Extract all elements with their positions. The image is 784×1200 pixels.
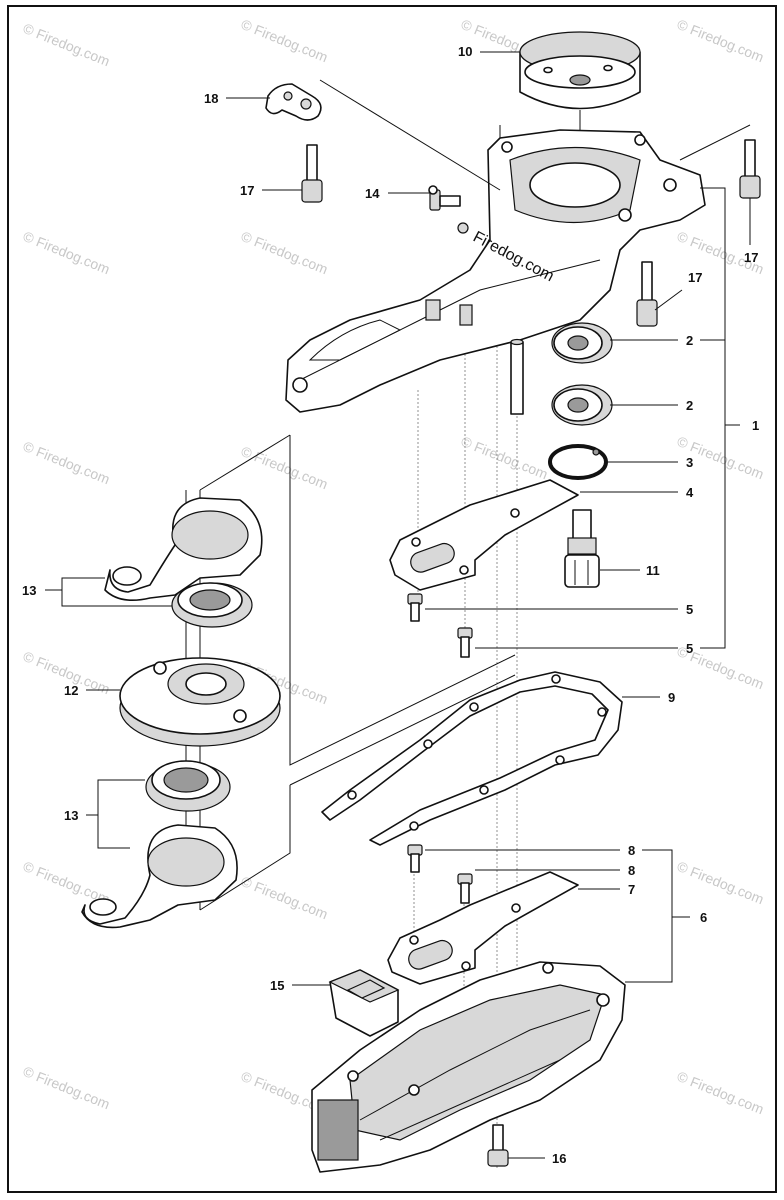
callout-18: 18 [204,91,218,106]
callout-15: 15 [270,978,284,993]
callout-16: 16 [552,1151,566,1166]
callout-13: 13 [64,808,78,823]
bolt-part [636,261,658,327]
callout-5: 5 [686,641,693,656]
callout-14: 14 [365,186,380,201]
bolt-part [739,139,761,199]
screw-part [407,593,423,622]
leader-lines [45,51,751,1159]
upper-housing-part: Firedog.com [285,129,706,413]
callout-17: 17 [744,250,758,265]
callout-1: 1 [752,418,759,433]
callout-4: 4 [686,485,694,500]
diagram-frame [7,5,777,1193]
callout-labels: 10 18 17 14 17 17 2 2 1 3 4 11 13 5 5 12… [22,44,759,1166]
retaining-ring-part [548,444,608,480]
callout-11: 11 [646,563,660,578]
shaft-part [564,509,600,588]
block-tool-part [328,969,400,1037]
gasket-part [389,479,579,591]
callout-7: 7 [628,882,635,897]
callout-2: 2 [686,333,693,348]
bolt-part [487,1124,509,1167]
screw-part [457,873,473,904]
bearing-bracket-upper-part [104,497,263,601]
callout-12: 12 [64,683,78,698]
grease-nipple-part [428,185,461,211]
pin-part [510,338,524,415]
long-gasket-part [321,671,623,846]
seal-bearing-part [145,760,231,812]
seal-bearing-part [171,582,253,628]
callout-17: 17 [688,270,702,285]
gasket-part [387,871,579,985]
callout-9: 9 [668,690,675,705]
bolt-part [301,144,323,203]
callout-3: 3 [686,455,693,470]
callout-5: 5 [686,602,693,617]
callout-8: 8 [628,863,635,878]
callout-8: 8 [628,843,635,858]
lower-housing-part [311,961,626,1173]
screw-part [457,627,473,658]
callout-6: 6 [700,910,707,925]
group-frame-lines [199,434,516,911]
plate-part [119,657,281,747]
callout-17: 17 [240,183,254,198]
bearing-part [551,384,613,426]
bearing-part [551,322,613,364]
drum-part [519,31,641,110]
callout-10: 10 [458,44,472,59]
clip-part [265,83,322,121]
callout-2: 2 [686,398,693,413]
screw-part [407,844,423,873]
bearing-bracket-lower-part [81,824,238,929]
callout-13: 13 [22,583,36,598]
